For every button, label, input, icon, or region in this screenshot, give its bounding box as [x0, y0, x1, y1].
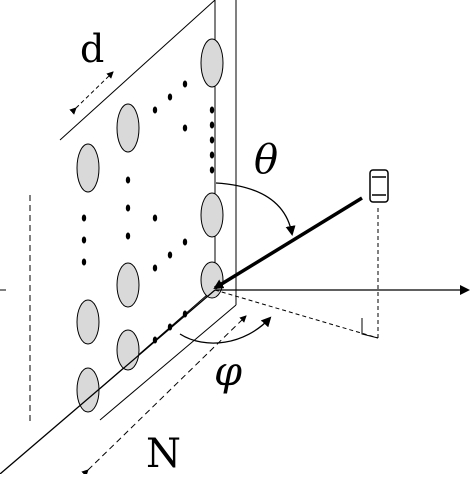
diagonal-axis	[0, 289, 216, 474]
antenna-elements	[76, 38, 224, 413]
element-count-label: N	[146, 431, 181, 477]
continuation-dots	[81, 80, 215, 344]
signal-direction-arrow	[213, 196, 363, 290]
vertical-dimension-marker	[0, 195, 31, 425]
antenna-element	[116, 103, 140, 153]
antenna-element	[116, 262, 140, 308]
phone-icon	[369, 169, 389, 203]
phi-arc-arrow	[179, 316, 272, 344]
antenna-element	[200, 192, 224, 238]
azimuth-angle-label: φ	[214, 349, 243, 395]
right-angle-marker	[361, 318, 379, 339]
antenna-element	[200, 38, 224, 88]
spacing-d-arrow	[69, 71, 114, 115]
coordinate-axes	[0, 285, 470, 474]
antenna-element	[76, 143, 100, 193]
theta-arc-arrow	[215, 182, 296, 236]
elevation-angle-label: θ	[254, 137, 279, 183]
spacing-label-d: d	[80, 27, 105, 71]
dimension-n-arrow	[81, 315, 247, 474]
antenna-element	[76, 299, 100, 345]
projection-lines	[214, 208, 379, 339]
